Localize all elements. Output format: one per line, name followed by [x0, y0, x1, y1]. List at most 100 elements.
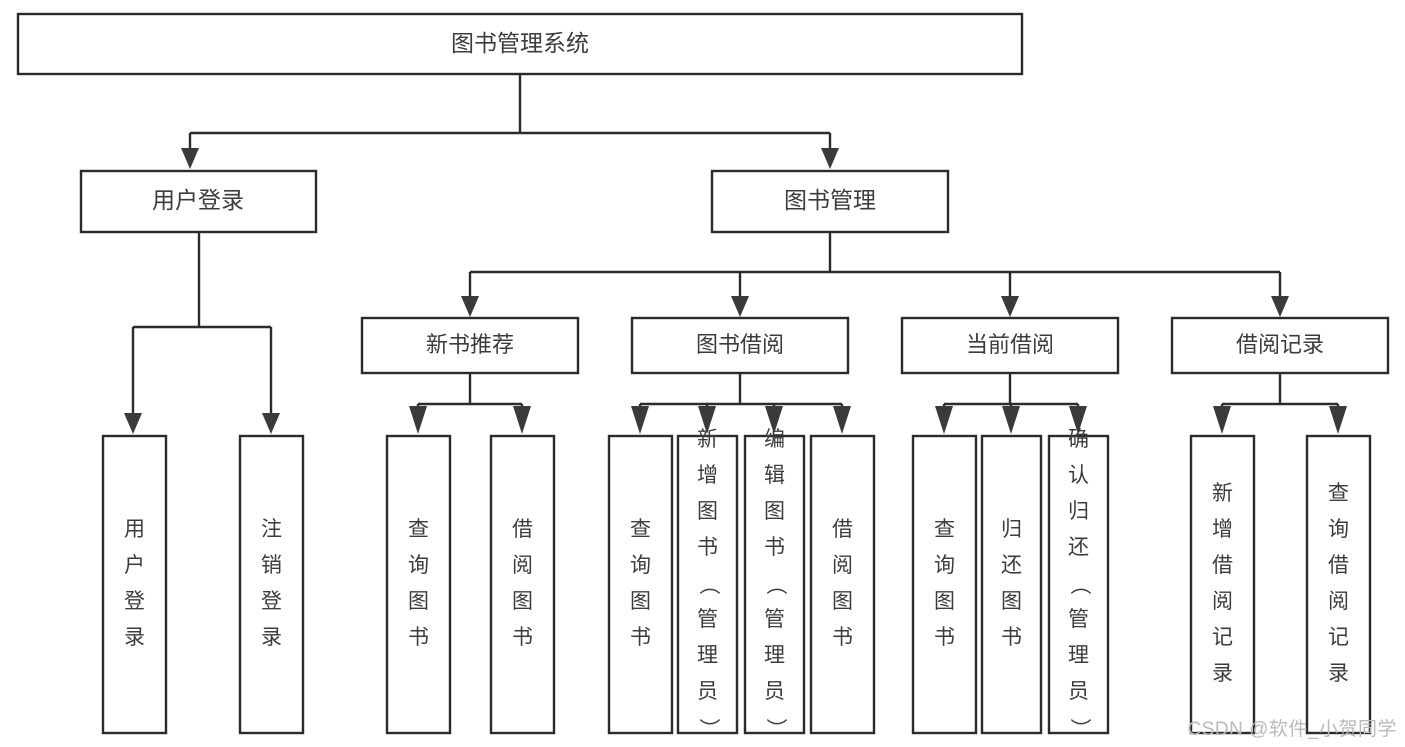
label-char: 查: [934, 518, 955, 541]
leaf-node-layer: 用户登录注销登录查询图书借阅图书查询图书新增图书（管理员）编辑图书（管理员）借阅…: [101, 428, 1372, 739]
label-char: 确: [1068, 428, 1089, 451]
node-book-management-box: [710, 169, 950, 234]
connector-group-current-borrow: [935, 373, 1087, 434]
label-char: 新: [697, 428, 718, 451]
label-char: 书: [697, 536, 718, 559]
node-new-book-recommendation-label: 新书推荐: [426, 332, 514, 357]
label-char: 书: [764, 536, 785, 559]
label-char: 归: [1001, 518, 1022, 541]
label-char: 还: [1068, 536, 1089, 559]
arrow-head-leaf-logout: [262, 413, 280, 434]
label-char: 询: [630, 554, 651, 577]
connector-group-book-mgmt: [461, 232, 1289, 317]
node-root-label: 图书管理系统: [451, 30, 589, 56]
node-leaf-user-login-label: 用户登录: [124, 518, 145, 649]
node-leaf-user-login[interactable]: 用户登录: [101, 434, 168, 735]
node-leaf-query-borrow-record-box: [1305, 434, 1372, 735]
label-char: （: [1068, 574, 1091, 595]
node-leaf-query-book-2-box: [607, 434, 674, 735]
label-char: 新: [1212, 482, 1233, 505]
label-char: 登: [124, 590, 145, 613]
label-char: 户: [124, 554, 145, 577]
label-char: 录: [1212, 662, 1233, 685]
label-char: 借: [832, 518, 853, 541]
arrow-head-query-record: [1329, 406, 1347, 434]
label-char: 归: [1068, 500, 1089, 523]
label-char: 认: [1068, 464, 1089, 487]
label-char: 查: [1328, 482, 1349, 505]
node-leaf-query-book-1-box: [385, 434, 452, 735]
label-char: （: [764, 574, 787, 595]
label-char: 询: [1328, 518, 1349, 541]
label-char: 管: [697, 608, 718, 631]
arrow-head-leaf-user-login: [124, 413, 142, 434]
node-book-management[interactable]: 图书管理: [710, 169, 950, 234]
node-user-login[interactable]: 用户登录: [79, 169, 318, 234]
node-borrowing-record-label: 借阅记录: [1236, 332, 1324, 357]
node-new-book-recommendation-box: [360, 316, 580, 375]
label-char: 员: [1068, 680, 1089, 703]
label-char: ）: [697, 718, 720, 739]
node-leaf-add-book-admin-box: [676, 434, 739, 735]
arrow-head-add-record: [1213, 406, 1231, 434]
label-char: 书: [934, 626, 955, 649]
node-book-borrowing[interactable]: 图书借阅: [630, 316, 850, 375]
node-root-book-management-system[interactable]: 图书管理系统: [16, 12, 1024, 76]
connector-group-root: [181, 74, 839, 169]
node-leaf-borrow-book-2-box: [809, 434, 876, 735]
node-book-borrowing-box: [630, 316, 850, 375]
connector-group-new-book-rec: [409, 373, 531, 434]
arrow-head-add-book: [698, 406, 716, 434]
label-char: 编: [764, 428, 785, 451]
node-borrowing-record[interactable]: 借阅记录: [1170, 316, 1390, 375]
arrow-head-query-book-2: [631, 406, 649, 434]
label-char: 员: [697, 680, 718, 703]
arrow-head-borrow-record: [1271, 296, 1289, 317]
node-book-borrowing-label: 图书借阅: [696, 332, 784, 357]
label-char: 书: [1001, 626, 1022, 649]
node-current-borrowing-label: 当前借阅: [966, 332, 1054, 357]
label-char: 图: [1001, 590, 1022, 613]
node-current-borrowing[interactable]: 当前借阅: [900, 316, 1120, 375]
label-char: 书: [832, 626, 853, 649]
node-leaf-return-book-box: [980, 434, 1043, 735]
label-char: 图: [630, 590, 651, 613]
node-leaf-confirm-return-admin-box: [1047, 434, 1110, 735]
label-char: 登: [261, 590, 282, 613]
label-char: （: [697, 574, 720, 595]
label-char: 理: [764, 644, 785, 667]
label-char: 阅: [832, 554, 853, 577]
node-new-book-recommendation[interactable]: 新书推荐: [360, 316, 580, 375]
node-leaf-edit-book-admin-box: [743, 434, 806, 735]
connector-group-book-borrow: [631, 373, 851, 434]
label-char: 书: [512, 626, 533, 649]
label-char: 书: [408, 626, 429, 649]
arrow-head-query-book-3: [935, 406, 953, 434]
connector-group-borrow-record: [1213, 373, 1347, 434]
label-char: 录: [1328, 662, 1349, 685]
label-char: 理: [1068, 644, 1089, 667]
arrow-head-query-book-1: [409, 406, 427, 434]
arrow-head-book-borrow: [731, 296, 749, 317]
arrow-head-return-book: [1002, 406, 1020, 434]
